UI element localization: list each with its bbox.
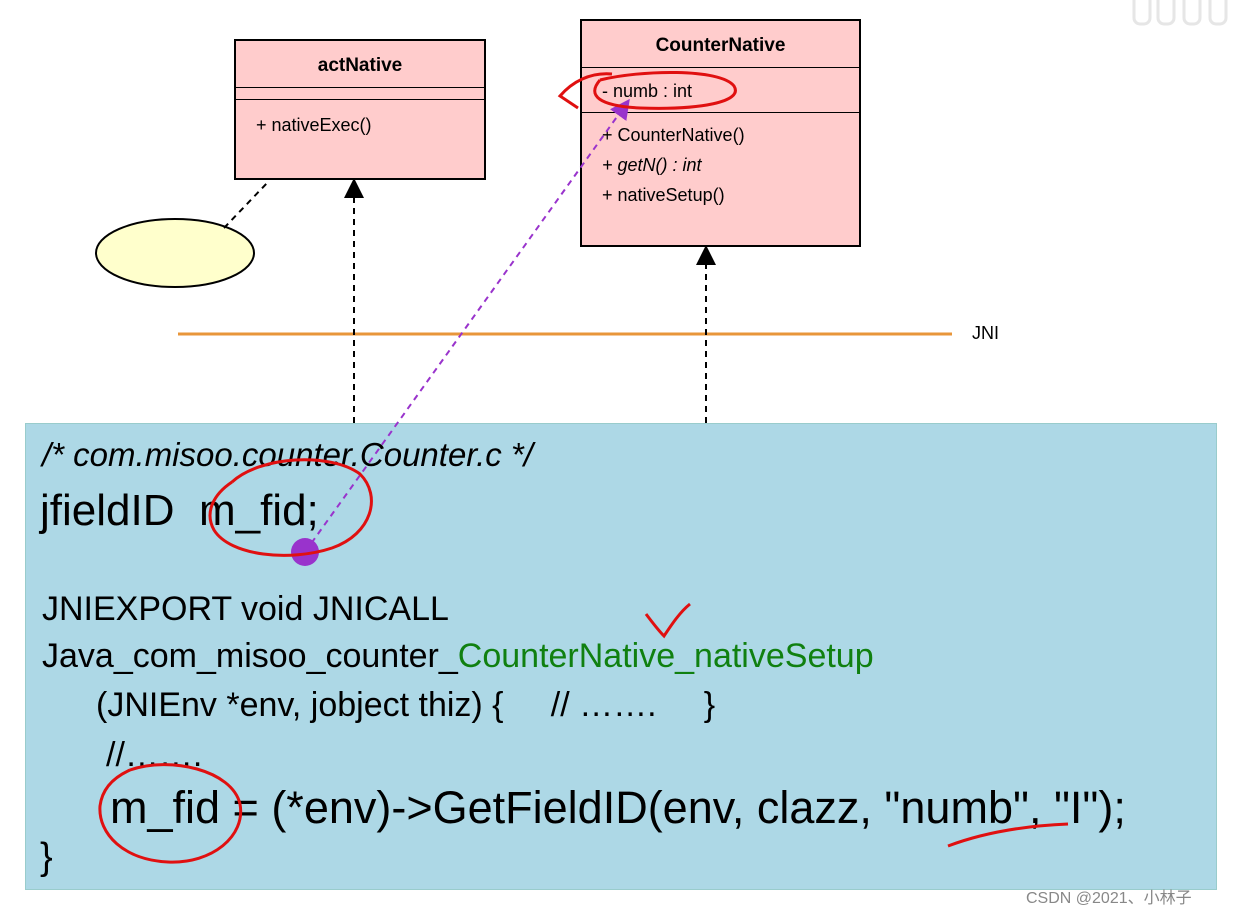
class-attribute: - numb : int [602,81,693,101]
note-ellipse [95,218,255,288]
jni-label: JNI [972,323,999,343]
class-separator [236,99,484,100]
corner-artifact [1128,0,1239,28]
corner-artifact-shape [1132,0,1228,26]
annotation-circle-mfid-bottom [98,763,243,864]
annotation-circle-numb [593,70,737,110]
code-comment: /* com.misoo.counter.Counter.c */ [42,436,533,473]
note-connector [223,181,269,229]
code-params-line: (JNIEnv *env, jobject thiz) { // ……. } [96,686,716,724]
code-function-name: Java_com_misoo_counter_CounterNative_nat… [42,637,874,676]
class-name-actnative: actNative [317,55,403,76]
code-panel: /* com.misoo.counter.Counter.c */ jfield… [25,423,1217,890]
annotation-hook-numb [557,72,613,110]
class-method: + getN() : int [602,155,702,175]
class-separator [582,112,859,113]
watermark: CSDN @2021、小林子 [1026,890,1192,907]
class-method: + nativeSetup() [602,185,725,205]
code-function-highlight: CounterNative_nativeSetup [457,637,874,675]
code-function-prefix: Java_com_misoo_counter_ [42,637,458,675]
field-link-arrow [304,98,630,553]
annotation-tick-green [644,602,691,639]
annotation-underline-numb [947,822,1069,848]
annotation-circle-mfid-top [208,458,373,557]
class-method: + nativeExec() [256,115,372,135]
code-getfield-line: m_fid = (*env)->GetFieldID(env, clazz, "… [110,782,1126,833]
class-method: + CounterNative() [602,125,745,145]
code-closing-brace: } [40,836,53,878]
class-separator [582,67,859,68]
code-export-line: JNIEXPORT void JNICALL [42,590,449,628]
field-link-dot [291,538,319,566]
class-box-counternative: CounterNative - numb : int + CounterNati… [580,19,861,247]
class-box-actnative: actNative + nativeExec() [234,39,486,180]
class-name-counternative: CounterNative [655,35,786,56]
class-separator [236,87,484,88]
